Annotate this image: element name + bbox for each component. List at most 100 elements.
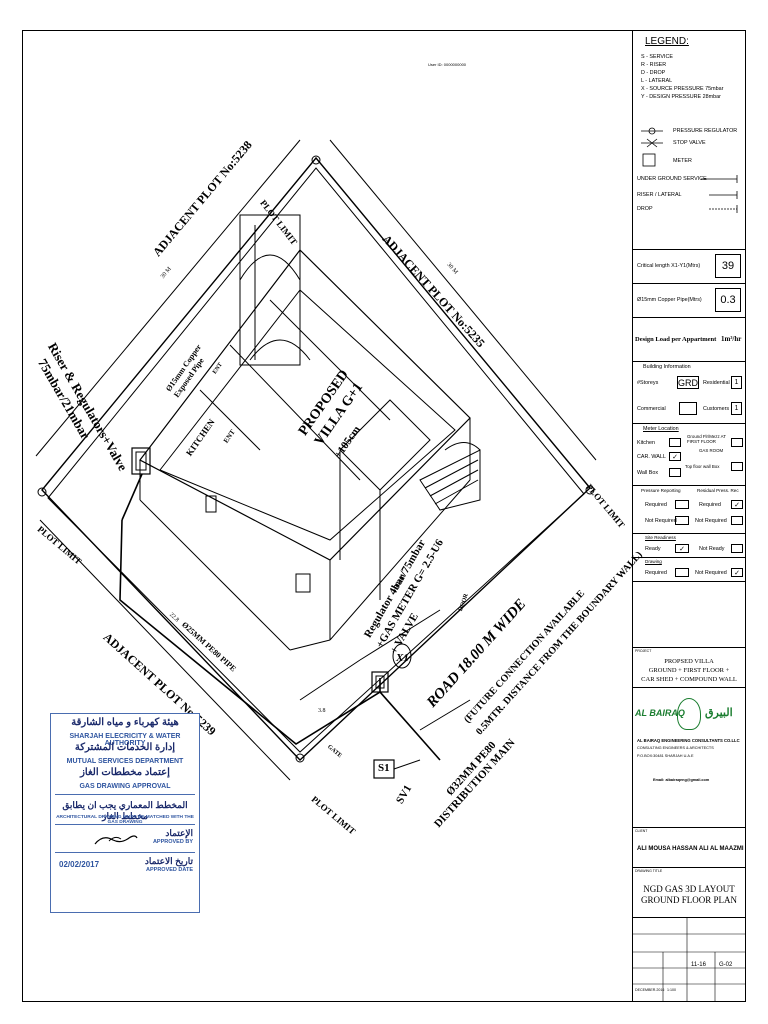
stamp-approval-ar: إعتماد مخططات الغاز <box>80 767 170 778</box>
consultant-subtitle: AL BAIRAQ ENGINEERING CONSULTANTS CO.LLC <box>637 738 740 743</box>
blank-row <box>633 582 745 648</box>
stamp-approval-en: GAS DRAWING APPROVAL <box>79 783 171 790</box>
meter-car-wall-label: CAR. WALL <box>637 454 666 460</box>
sheet-id: User ID: 0000000000 <box>428 62 467 67</box>
project-label: PROJECT <box>635 649 652 653</box>
project-line-3: CAR SHED + COMPOUND WALL <box>641 676 737 683</box>
drawing-required-box <box>675 568 689 577</box>
drawing-title-section: DRAWING TITLE NGD GAS 3D LAYOUT GROUND F… <box>633 868 745 918</box>
building-info-section: Building Information #Storeys GRD Reside… <box>633 362 745 424</box>
title-block: LEGEND: S - SERVICE R - RISER D - DROP L… <box>632 30 746 1002</box>
legend-meter: METER <box>673 158 692 164</box>
storeys-label: #Storeys <box>637 380 659 386</box>
drawing-not-required-box: ✓ <box>731 568 743 577</box>
drawing-title-label: DRAWING TITLE <box>635 869 663 873</box>
pressure-reporting-title: Pressure Reporting <box>641 488 681 493</box>
pressure-required-label: Required <box>645 502 667 508</box>
site-ready-label: Ready <box>645 546 661 552</box>
storeys-value: GRD <box>677 376 699 389</box>
stamp-approved-date-en: APPROVED DATE <box>146 867 193 873</box>
drawing-number: G-02 <box>719 962 733 968</box>
design-load-value: 1m³/hr <box>721 335 742 343</box>
site-readiness-section: Site Readiness Ready ✓ Not Ready <box>633 534 745 558</box>
pressure-required-box <box>675 500 689 509</box>
legend-riser: R - RISER <box>641 62 667 68</box>
legend-section: LEGEND: S - SERVICE R - RISER D - DROP L… <box>633 30 745 250</box>
site-ready-box: ✓ <box>675 544 689 553</box>
stamp-department-en: MUTUAL SERVICES DEPARTMENT <box>66 758 184 765</box>
client-name: ALI MOUSA HASSAN ALI AL MAAZMI <box>637 846 744 852</box>
legend-drop: D - DROP <box>641 70 666 76</box>
legend-stop-valve: STOP VALVE <box>673 140 706 146</box>
critical-length-row: Critical length X1-Y1(Mtrs) 39 <box>633 250 745 284</box>
stamp-approved-by-ar: الإعتماد <box>165 828 193 838</box>
stamp-authority-en: SHARJAH ELECRICITY & WATER AUTHORITY <box>69 733 181 747</box>
label-x1: X1 <box>396 652 409 664</box>
drawing-sheet-border <box>22 30 746 1002</box>
meter-ground-floor-box <box>731 438 743 447</box>
drawing-title-line-2: GROUND FLOOR PLAN <box>640 895 737 905</box>
design-load-label: Design Load per Appartment <box>635 336 717 343</box>
copper-pipe-value: 0.3 <box>715 288 741 312</box>
isometric-plan-drawing <box>35 139 597 781</box>
residual-required-box: ✓ <box>731 500 743 509</box>
legend-source-pressure: X - SOURCE PRESSURE 75mbar <box>641 86 724 92</box>
meter-location-title: Meter Location <box>643 426 679 432</box>
stamp-authority-ar: هيئة كهرباء و مياه الشارقة <box>71 717 179 728</box>
client-section: CLIENT ALI MOUSA HASSAN ALI AL MAAZMI <box>633 828 745 868</box>
customers-label: Customers <box>703 406 730 412</box>
meter-wall-box-box <box>669 468 681 477</box>
stamp-approved-date-ar: تاريخ الاعتماد <box>144 856 193 866</box>
meter-wall-box-label: Wall Box <box>637 470 659 476</box>
drawing-required-section: Drawing Required Not Required ✓ <box>633 558 745 582</box>
meter-top-floor-box <box>731 462 743 471</box>
meter-ground-floor-label: Ground Flr/Mezz AT FIRST FLOOR <box>687 434 726 444</box>
customers-value: 1 <box>731 402 742 415</box>
copper-pipe-row: Ø15mm Copper Pipe(Mtrs) 0.3 <box>633 284 745 318</box>
critical-length-label: Critical length X1-Y1(Mtrs) <box>637 263 701 269</box>
site-readiness-title: Site Readiness <box>645 535 676 540</box>
legend-service: S - SERVICE <box>641 54 673 60</box>
residential-label: Residential <box>703 380 730 386</box>
project-section: PROJECT PROPSED VILLA GROUND + FIRST FLO… <box>633 648 745 688</box>
stamp-approved-by-en: APPROVED BY <box>152 839 193 845</box>
project-line-1: PROPSED VILLA <box>664 658 714 665</box>
commercial-label: Commercial <box>637 406 666 412</box>
signature-mark <box>94 835 138 845</box>
consultant-logo-icon <box>677 698 701 730</box>
copper-pipe-label: Ø15mm Copper Pipe(Mtrs) <box>637 297 702 303</box>
drawing-not-required-label: Not Required <box>695 570 727 576</box>
label-dim-gate: 3.8 <box>318 708 326 714</box>
consultant-contact: P.O.BOX:30481 SHARJAH U.A.E <box>637 754 694 758</box>
pressure-reporting-section: Pressure Reporting Residual Press. Rec R… <box>633 486 745 534</box>
legend-drop-line: DROP <box>637 206 653 212</box>
residential-value: 1 <box>731 376 742 389</box>
pressure-not-required-label: Not Required <box>645 518 677 524</box>
critical-length-value: 39 <box>715 254 741 278</box>
meter-kitchen-box <box>669 438 681 447</box>
building-info-title: Building Information <box>643 364 691 370</box>
drawing-required-label: Required <box>645 570 667 576</box>
label-s1: S1 <box>378 762 390 774</box>
residual-not-required-label: Not Required <box>695 518 727 524</box>
residual-press-title: Residual Press. Rec <box>697 488 739 493</box>
villa-outline <box>139 249 471 561</box>
stamp-department-ar: إدارة الخدمات المشتركة <box>74 742 176 753</box>
drawing-required-title: Drawing <box>645 559 662 564</box>
stamp-match-ar: المخطط المعماري يجب ان يطابق مخطط الغاز <box>62 800 188 821</box>
stamp-date: 02/02/2017 <box>59 860 100 869</box>
plot-boundary <box>41 156 591 761</box>
project-line-2: GROUND + FIRST FLOOR + <box>648 667 730 674</box>
sheet-number: 11-16 <box>691 962 706 968</box>
consultant-subtitle-2: CONSULTING ENGINEERS & ARCHITECTS <box>637 746 714 750</box>
consultant-arabic: البيرق <box>705 707 733 719</box>
gas-pipe-route <box>119 519 381 745</box>
commercial-value <box>679 402 697 415</box>
drawing-scale: 1:100 <box>667 988 676 992</box>
meter-top-floor-label: Top floor wall Box <box>685 464 720 469</box>
residual-not-required-box <box>731 516 743 525</box>
residual-required-label: Required <box>699 502 721 508</box>
consultant-email: Email: albairaqeng@gmail.com <box>653 778 710 782</box>
legend-riser-lateral: RISER / LATERAL <box>637 192 682 198</box>
legend-underground-service: UNDER GROUND SERVICE <box>637 176 707 182</box>
